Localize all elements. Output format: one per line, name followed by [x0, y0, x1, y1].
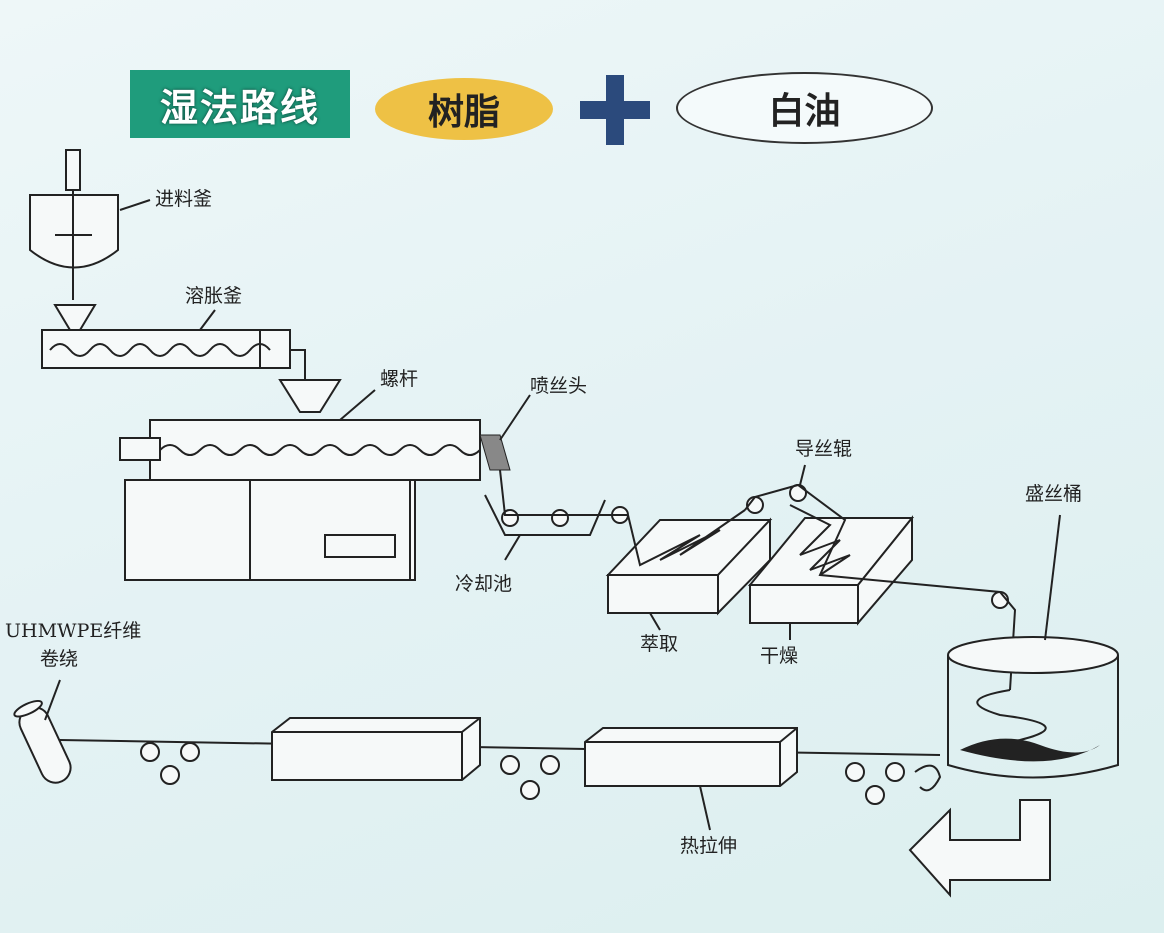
swelling-kettle-label: 溶胀釜	[185, 285, 242, 307]
feed-kettle-label: 进料釜	[155, 188, 212, 210]
winding-label-line2: 卷绕	[40, 648, 78, 670]
hot-drawing-label: 热拉伸	[680, 835, 737, 857]
spinneret-label: 喷丝头	[530, 375, 587, 397]
extraction-label: 萃取	[640, 633, 678, 655]
drying-label: 干燥	[760, 645, 798, 667]
drying-tank	[747, 504, 915, 626]
return-arrow-icon	[908, 799, 1051, 898]
cooling-bath-label: 冷却池	[455, 573, 512, 595]
hot-drawing-line	[13, 699, 942, 805]
swelling-kettle	[41, 304, 306, 380]
screw-label: 螺杆	[380, 368, 418, 390]
filament-bucket	[947, 636, 1119, 779]
feed-kettle	[29, 149, 119, 300]
screw-extruder	[119, 379, 511, 581]
plus-icon	[580, 75, 650, 145]
white-oil-badge: 白油	[676, 72, 933, 144]
cooling-bath	[484, 469, 629, 536]
resin-badge: 树脂	[375, 78, 553, 140]
winding-label-line1: UHMWPE纤维	[5, 620, 141, 642]
guide-rollers	[620, 483, 1017, 691]
guide-roller-label: 导丝辊	[795, 438, 852, 460]
filament-bucket-label: 盛丝桶	[1025, 483, 1082, 505]
route-title: 湿法路线	[130, 70, 350, 138]
extraction-tank	[605, 509, 773, 616]
